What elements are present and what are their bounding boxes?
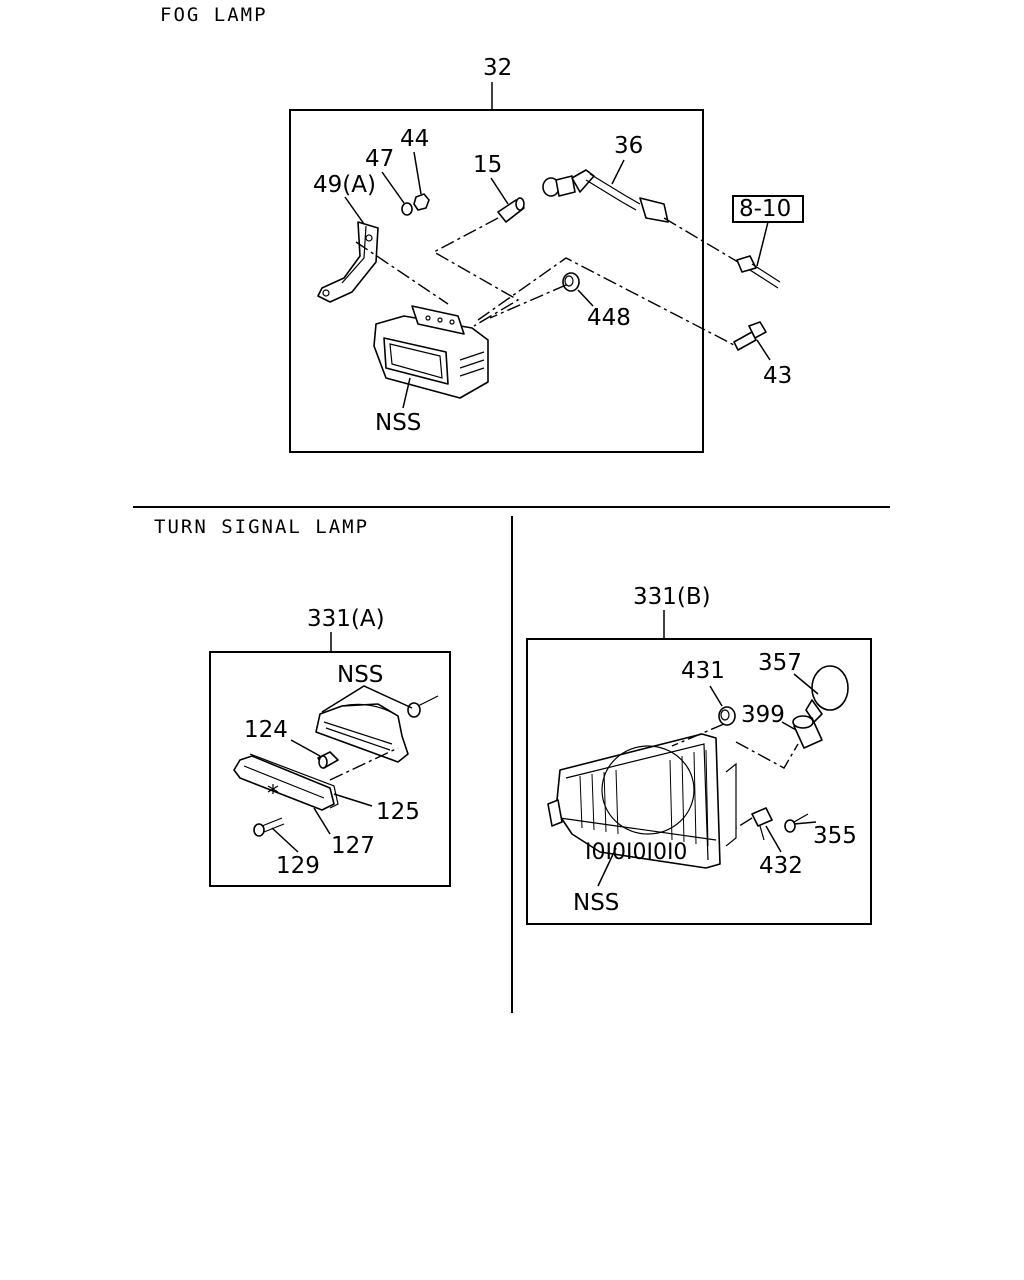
fog-grommet[interactable]: [562, 272, 580, 292]
leader-turn-b-housing: [597, 847, 617, 887]
leader-fog-bracket: [344, 196, 365, 225]
turn-b-assembly-lines: [671, 723, 799, 829]
callout-fog-nut[interactable]: 44: [400, 126, 429, 152]
callout-turn-a-lens[interactable]: 127: [331, 833, 375, 859]
callout-turn-a-gasket[interactable]: 125: [376, 799, 420, 825]
callout-fog-grommet[interactable]: 448: [587, 305, 631, 331]
turn-a-lens[interactable]: [233, 755, 335, 811]
fog-bracket[interactable]: [317, 221, 379, 303]
leader-turn-b-clip: [765, 825, 782, 853]
turn-b-screw[interactable]: [784, 813, 809, 833]
leader-fog-washer: [381, 171, 405, 204]
callout-fog-bulb[interactable]: 15: [473, 152, 502, 178]
leader-turn-b-screw: [793, 821, 817, 825]
leader-turn-a-lens: [313, 807, 331, 835]
callout-turn-b-screw[interactable]: 355: [813, 823, 857, 849]
cross-ref-label[interactable]: 8-10: [739, 196, 791, 222]
callout-fog-bracket[interactable]: 49(A): [313, 172, 376, 198]
turn-b-retainer[interactable]: [718, 706, 736, 726]
turn-b-frame: [526, 638, 872, 925]
leader-turn-b-bulb: [793, 673, 819, 695]
callout-turn-a-bulb[interactable]: 124: [244, 717, 288, 743]
callout-turn-b-socket[interactable]: 399: [741, 702, 785, 728]
callout-fog-lamp-body[interactable]: NSS: [375, 410, 421, 436]
fog-bulb[interactable]: [497, 197, 525, 223]
turn-b-socket[interactable]: [792, 715, 823, 749]
fog-assembly-lines: [355, 217, 739, 347]
turn-a-bulb[interactable]: [317, 751, 339, 769]
callout-turn-b-assembly[interactable]: 331(B): [633, 584, 711, 610]
turn-a-housing-screw: [407, 695, 439, 718]
leader-fog-nut: [413, 151, 422, 195]
leader-turn-a-housing: [321, 685, 413, 713]
fog-lamp-frame: [289, 109, 704, 453]
leader-turn-a-bulb: [290, 739, 321, 757]
callout-fog-bolt[interactable]: 43: [763, 363, 792, 389]
leader-fog-lamp-body: [402, 377, 411, 409]
leader-turn-a-screw: [271, 827, 299, 853]
callout-turn-b-bulb[interactable]: 357: [758, 650, 802, 676]
callout-turn-b-clip[interactable]: 432: [759, 853, 803, 879]
turn-b-housing-markings: I0I0I0I0I0: [585, 840, 687, 865]
turn-b-bulb[interactable]: [805, 665, 849, 723]
leader-fog-bolt: [756, 339, 771, 361]
leader-fog-bulb: [490, 177, 509, 205]
fog-nut[interactable]: [413, 193, 430, 211]
leader-fog-harness: [611, 159, 625, 185]
callout-turn-a-screw[interactable]: 129: [276, 853, 320, 879]
callout-turn-a-assembly[interactable]: 331(A): [307, 606, 385, 632]
leader-turn-b-retainer: [709, 685, 723, 707]
fog-lamp-title: FOG LAMP: [160, 4, 268, 26]
leader-fog-grommet: [577, 289, 594, 307]
callout-turn-b-housing[interactable]: NSS: [573, 890, 619, 916]
leader-cross-ref: [756, 221, 769, 267]
turn-signal-title: TURN SIGNAL LAMP: [154, 516, 369, 538]
fog-connector: [736, 255, 781, 289]
leader-turn-b-socket: [781, 721, 797, 731]
callout-fog-assembly[interactable]: 32: [483, 55, 512, 81]
svg-text:I0I0I0I0I0: I0I0I0I0I0: [585, 840, 687, 865]
turn-a-frame: [209, 651, 451, 887]
turn-b-housing[interactable]: [547, 733, 737, 869]
callout-fog-harness[interactable]: 36: [614, 133, 643, 159]
callout-turn-b-retainer[interactable]: 431: [681, 658, 725, 684]
turn-a-housing[interactable]: [315, 703, 409, 763]
turn-a-screw[interactable]: [253, 817, 285, 837]
fog-lamp-body[interactable]: [373, 305, 489, 399]
leader-turn-a-gasket: [333, 793, 373, 807]
callout-turn-a-housing[interactable]: NSS: [337, 662, 383, 688]
turn-a-assembly-line: [329, 747, 399, 781]
turn-b-clip[interactable]: [751, 807, 773, 841]
callout-fog-washer[interactable]: 47: [365, 146, 394, 172]
fog-bolt[interactable]: [733, 321, 767, 351]
fog-harness[interactable]: [542, 169, 669, 223]
fog-washer[interactable]: [401, 202, 413, 216]
